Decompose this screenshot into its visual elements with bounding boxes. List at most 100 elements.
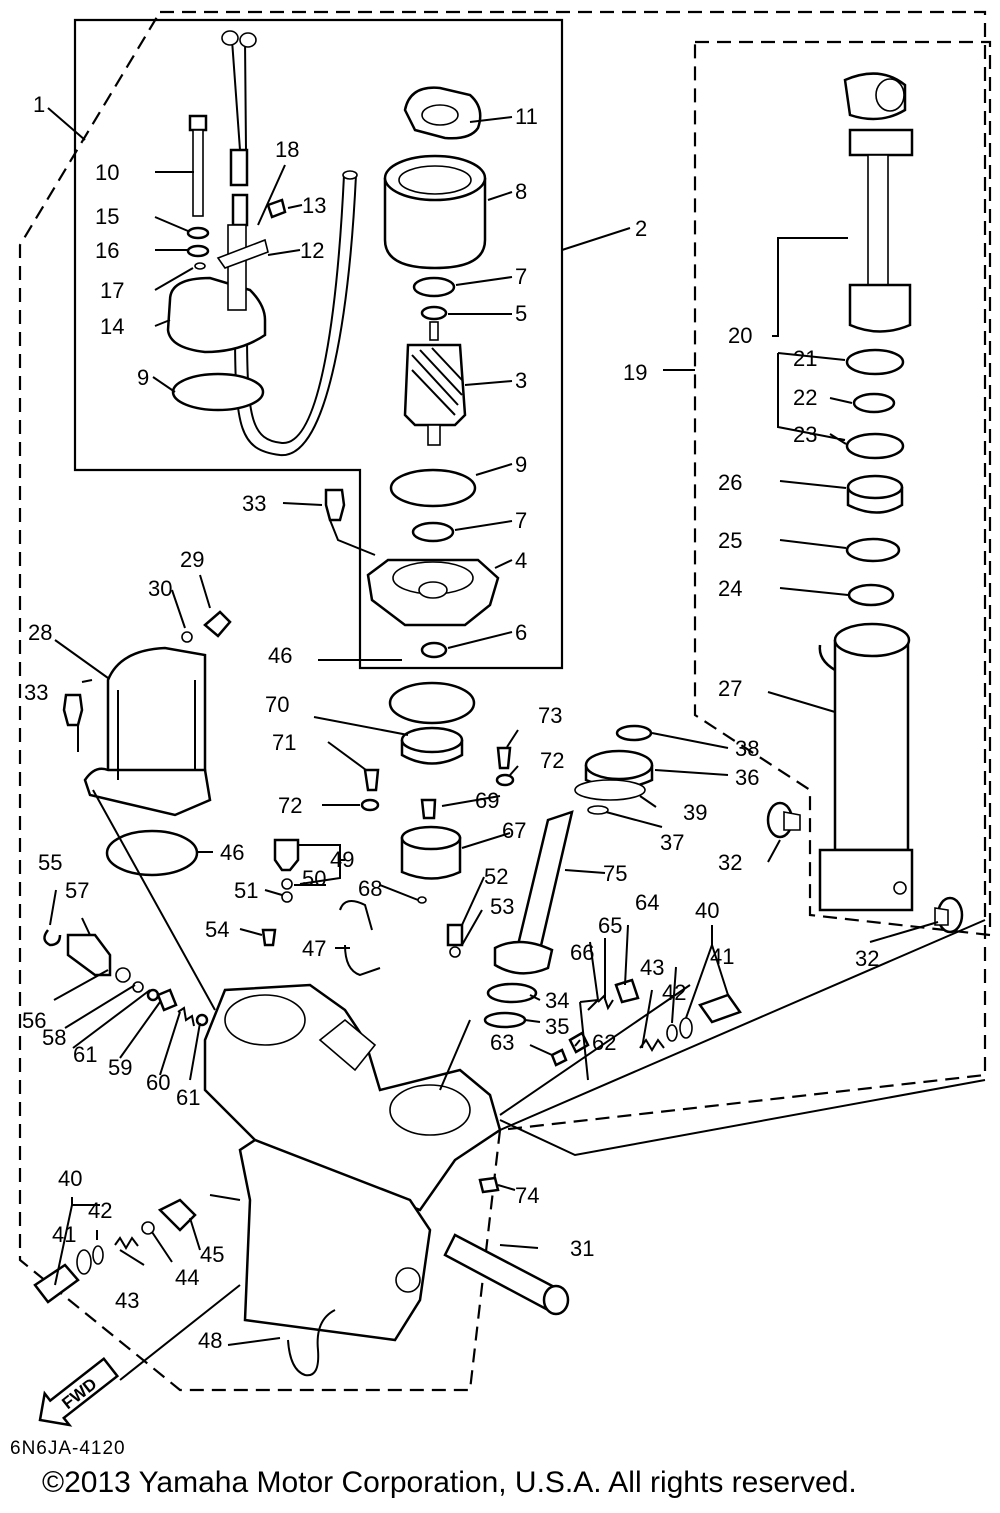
callout: 22 [793, 385, 817, 410]
callout: 63 [490, 1030, 514, 1055]
check-ball-68 [417, 896, 427, 904]
ring-23 [845, 432, 905, 460]
callout: 57 [65, 878, 89, 903]
o-ring-37 [587, 805, 609, 815]
ring-25 [845, 537, 901, 563]
callout: 9 [137, 365, 149, 390]
armature-3 [403, 321, 467, 446]
callout: 35 [545, 1014, 569, 1039]
o-ring-41-left [76, 1249, 92, 1275]
bolt-10 [188, 114, 208, 217]
callout: 10 [95, 160, 119, 185]
screw-29 [203, 610, 232, 638]
callout: 32 [855, 946, 879, 971]
shaft-31 [443, 1233, 570, 1316]
callout: 47 [302, 936, 326, 961]
callout: 51 [234, 878, 258, 903]
callout: 14 [100, 314, 124, 339]
callout: 43 [115, 1288, 139, 1313]
o-ring-24 [847, 583, 895, 607]
callout: 60 [146, 1070, 170, 1095]
callout: 55 [38, 850, 62, 875]
callout: 59 [108, 1055, 132, 1080]
end-plate-11 [403, 86, 482, 140]
callout: 72 [278, 793, 302, 818]
ring-38 [615, 724, 653, 742]
callout: 61 [176, 1085, 200, 1110]
o-ring-58 [132, 981, 144, 993]
pump-body-67 [400, 825, 462, 880]
callout: 41 [710, 944, 734, 969]
spring-43-left [114, 1236, 139, 1250]
callout: 25 [718, 528, 742, 553]
callout: 49 [330, 847, 354, 872]
callout: 7 [515, 508, 527, 533]
fwd-arrow: FWD [38, 1356, 120, 1427]
callout: 71 [272, 730, 296, 755]
callout: 42 [662, 980, 686, 1005]
callout: 61 [73, 1042, 97, 1067]
washer-5 [420, 305, 448, 321]
callout: 42 [88, 1198, 112, 1223]
callout: 28 [28, 620, 52, 645]
washer-72-right [495, 773, 515, 787]
spring-43 [639, 1038, 665, 1052]
o-ring-9-lower [389, 468, 477, 508]
plug-49 [273, 838, 300, 872]
valve-63 [550, 1048, 568, 1067]
callout: 75 [603, 861, 627, 886]
callout: 62 [592, 1030, 616, 1055]
motor-leads [221, 30, 358, 457]
callout: 64 [635, 890, 659, 915]
callout: 18 [275, 137, 299, 162]
pin-66 [587, 999, 599, 1011]
callout: 40 [695, 898, 719, 923]
pump-housing [203, 983, 502, 1212]
screw-74 [478, 1176, 500, 1194]
callout: 23 [793, 422, 817, 447]
callout: 6 [515, 620, 527, 645]
washer-16 [186, 244, 210, 258]
o-ring-22 [852, 392, 896, 414]
o-ring-53 [449, 946, 461, 958]
pipe-47 [339, 900, 381, 977]
copyright-notice: ©2013 Yamaha Motor Corporation, U.S.A. A… [42, 1466, 857, 1499]
callout: 36 [735, 765, 759, 790]
drawing-code: 6N6JA-4120 [10, 1438, 126, 1459]
callout: 13 [302, 193, 326, 218]
callout: 74 [515, 1183, 539, 1208]
tilt-rod-20 [843, 72, 914, 333]
callout: 45 [200, 1242, 224, 1267]
callout: 9 [515, 452, 527, 477]
o-ring-42-left [92, 1245, 104, 1265]
callout: 67 [502, 818, 526, 843]
cylinder-27 [818, 622, 914, 912]
lower-bracket-4 [366, 558, 500, 627]
callout: 65 [598, 913, 622, 938]
callout: 33 [24, 680, 48, 705]
spring-65 [597, 994, 614, 1011]
callout: 2 [635, 216, 647, 241]
callout: 4 [515, 548, 527, 573]
callout: 32 [718, 850, 742, 875]
o-ring-56 [115, 967, 131, 983]
spring-60 [177, 1006, 195, 1027]
leader-lines [47, 107, 986, 1381]
o-ring-21 [845, 348, 905, 376]
screw-13 [266, 198, 287, 219]
o-ring-42 [666, 1024, 678, 1042]
o-ring-39 [574, 779, 646, 801]
o-ring-34 [486, 982, 538, 1004]
callout: 31 [570, 1236, 594, 1261]
plug-40 [698, 993, 742, 1024]
callout: 26 [718, 470, 742, 495]
callout: 58 [42, 1025, 66, 1050]
screw-54 [261, 928, 277, 947]
bearing-7-lower [411, 521, 455, 543]
assembly-boundary-1 [18, 10, 987, 1392]
valve-52 [446, 923, 464, 947]
brush-holder-14 [166, 224, 269, 354]
screw-73 [496, 746, 512, 770]
plug-40-left [33, 1263, 80, 1304]
o-ring-9 [171, 372, 265, 412]
